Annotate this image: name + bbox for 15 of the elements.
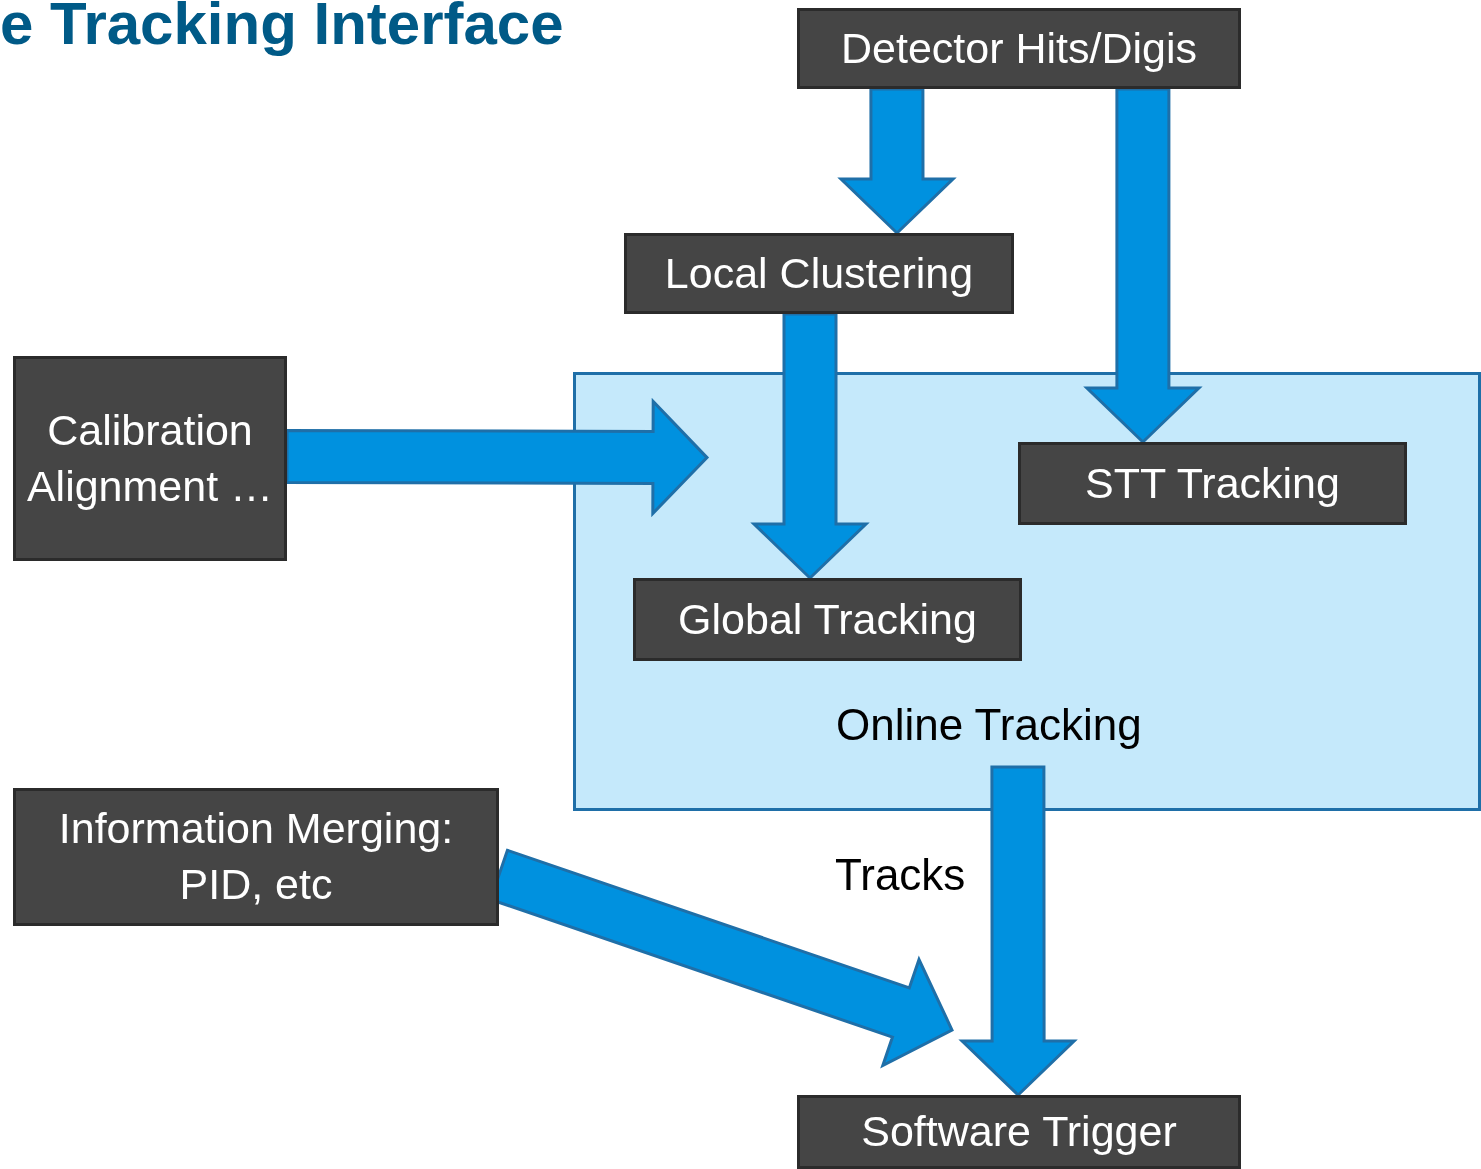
group-panel (573, 372, 1481, 811)
block-arrow (285, 397, 710, 518)
title: e Tracking Interface (0, 0, 564, 54)
block-arrow (1083, 87, 1203, 445)
block-arrow (958, 765, 1078, 1098)
process-box: Software Trigger (797, 1095, 1241, 1169)
process-box: STT Tracking (1018, 442, 1407, 525)
process-box: Detector Hits/Digis (797, 8, 1241, 89)
process-box: Calibration Alignment … (13, 356, 287, 561)
group-label: Online Tracking (836, 703, 1142, 747)
block-arrow (750, 312, 870, 581)
process-box: Information Merging: PID, etc (13, 788, 499, 926)
process-box: Global Tracking (633, 578, 1022, 661)
process-box: Local Clustering (624, 233, 1014, 314)
block-arrow (837, 87, 957, 236)
